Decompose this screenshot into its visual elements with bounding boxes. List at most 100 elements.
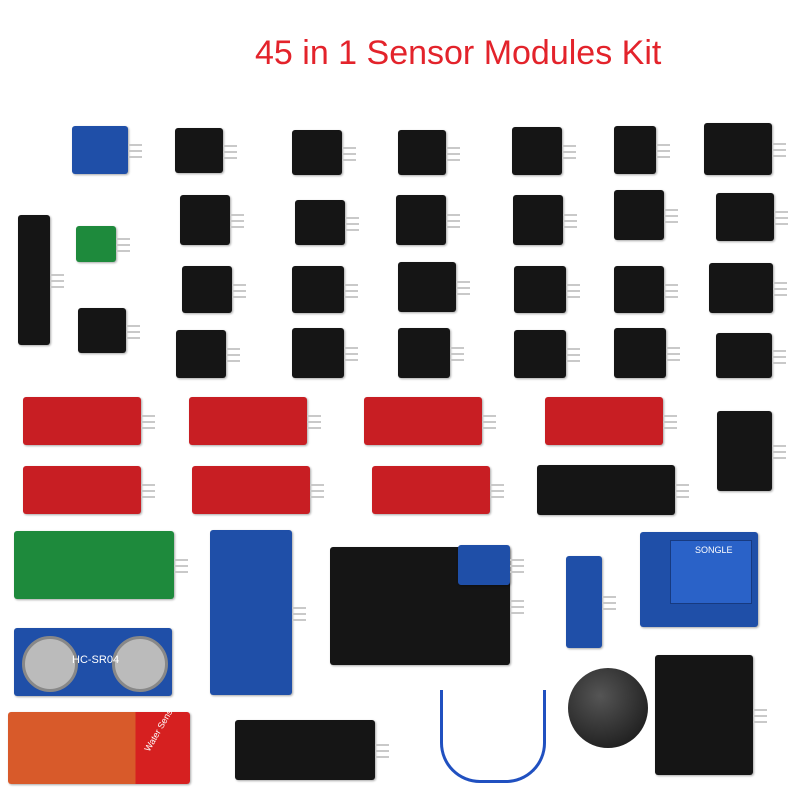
pin-header (664, 215, 678, 217)
joystick-cap (568, 668, 648, 748)
pin-header (450, 347, 464, 349)
pin-header (223, 156, 237, 159)
pin-header (446, 146, 460, 149)
water-sensor-label: Water Sensor (142, 700, 179, 754)
pin-header (772, 155, 786, 157)
pin-header (292, 606, 306, 609)
pin-header (772, 445, 786, 447)
sensor-module (704, 123, 786, 175)
pin-header (482, 415, 496, 417)
relay-module: SONGLE (640, 532, 758, 627)
relay-block: SONGLE (670, 540, 752, 604)
pin-header (510, 612, 524, 614)
pin-header (753, 709, 767, 711)
pin-header (563, 220, 577, 222)
sensor-module (175, 128, 237, 173)
pin-header (566, 289, 580, 292)
sensor-module (18, 215, 64, 345)
pin-header (456, 293, 470, 295)
pin-header (773, 282, 787, 284)
pin-header (226, 354, 240, 356)
pin-header (510, 565, 524, 567)
sensor-module (514, 266, 580, 313)
pin-header (450, 353, 464, 355)
pin-header (232, 295, 246, 298)
pin-header (566, 283, 580, 286)
pin-header (566, 360, 580, 362)
sensor-module (292, 266, 358, 313)
pin-header (774, 217, 788, 219)
pin-header (345, 222, 359, 225)
pin-header (230, 220, 244, 222)
pin-header (562, 157, 576, 159)
pin-header (342, 158, 356, 161)
pin-header (50, 280, 64, 282)
pin-header (226, 348, 240, 350)
sensor-module (292, 130, 356, 175)
sensor-module (398, 130, 460, 175)
pin-header (656, 144, 670, 146)
pin-header (230, 226, 244, 228)
sensor-module (514, 330, 580, 378)
pin-header (666, 347, 680, 349)
pin-header (141, 427, 155, 429)
pin-header (563, 214, 577, 216)
pin-header (602, 602, 616, 604)
pin-header (375, 756, 389, 758)
red-sensor-module (23, 397, 155, 445)
pin-header (126, 336, 140, 339)
pin-header (675, 490, 689, 492)
ultrasonic-label: HC-SR04 (72, 654, 120, 666)
pin-header (664, 289, 678, 292)
pin-header (656, 150, 670, 152)
sensor-module (72, 126, 142, 174)
sensor-module (180, 195, 244, 245)
pin-header (656, 156, 670, 158)
red-sensor-module (192, 466, 324, 514)
pin-header (490, 484, 504, 486)
pin-header (126, 324, 140, 327)
pin-header (126, 330, 140, 333)
pin-header (375, 744, 389, 746)
pin-header (772, 149, 786, 151)
red-sensor-module (364, 397, 496, 445)
sensor-module (76, 226, 130, 262)
pin-header (566, 354, 580, 356)
pin-header (344, 353, 358, 355)
pin-header (232, 289, 246, 292)
pin-header (753, 715, 767, 717)
sensor-module (614, 328, 680, 378)
pin-header (174, 565, 188, 567)
pin-header (482, 421, 496, 423)
pin-header (602, 596, 616, 598)
pin-header (773, 288, 787, 290)
sensor-module (14, 531, 188, 599)
red-sensor-module (372, 466, 504, 514)
pin-header (310, 490, 324, 492)
pin-header (772, 457, 786, 459)
sensor-module (614, 126, 670, 174)
pin-header (666, 353, 680, 355)
pin-header (344, 289, 358, 292)
pin-header (664, 221, 678, 223)
sensor-module (176, 330, 240, 378)
pin-header (773, 294, 787, 296)
pin-header (510, 571, 524, 573)
pin-header (344, 283, 358, 286)
pin-header (230, 214, 244, 216)
pin-header (663, 415, 677, 417)
sensor-module (513, 195, 577, 245)
pin-header (446, 152, 460, 155)
sensor-module (716, 193, 788, 241)
pin-header (510, 606, 524, 608)
pin-header (174, 559, 188, 561)
pin-header (664, 209, 678, 211)
pin-header (226, 360, 240, 362)
sensor-module (655, 655, 767, 775)
pin-header (774, 211, 788, 213)
pin-header (342, 152, 356, 155)
pin-header (116, 238, 130, 240)
pin-header (510, 559, 524, 561)
sensor-module (235, 720, 389, 780)
pin-header (664, 283, 678, 286)
